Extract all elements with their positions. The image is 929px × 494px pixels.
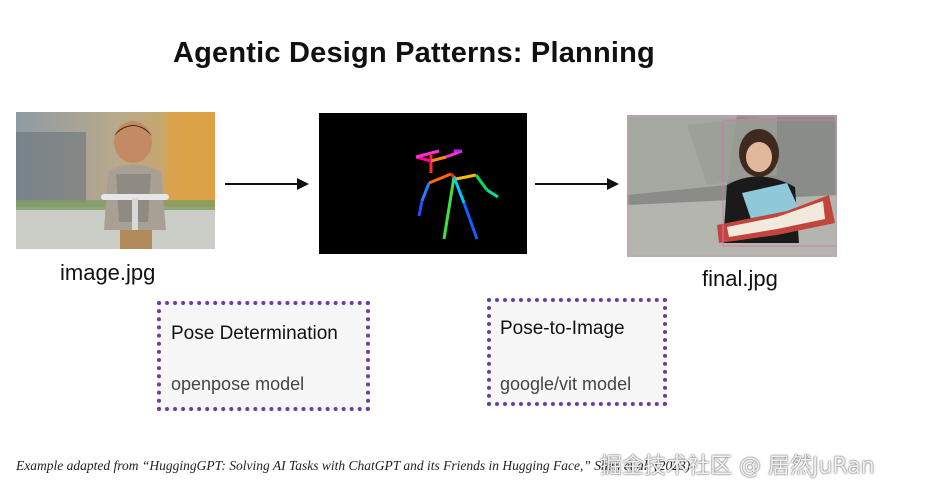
pose-skeleton-image (319, 113, 527, 254)
pose-to-image-box: Pose-to-Image google/vit model (487, 298, 667, 406)
arrow-right-icon (225, 178, 309, 190)
input-image (16, 112, 215, 249)
girl-reading-illustration (627, 115, 837, 257)
step-model: openpose model (171, 374, 305, 394)
pose-determination-box: Pose Determination openpose model (157, 301, 370, 411)
footnote: Example adapted from “HuggingGPT: Solvin… (16, 458, 691, 473)
boy-photo-illustration (16, 112, 215, 249)
step-title: Pose-to-Image (500, 318, 625, 339)
step-model: google/vit model (500, 374, 632, 394)
output-image-caption: final.jpg (702, 266, 778, 291)
step-title: Pose Determination (171, 323, 338, 344)
output-image (627, 115, 837, 257)
arrow-right-icon (535, 178, 619, 190)
page-title: Agentic Design Patterns: Planning (173, 37, 655, 69)
input-image-caption: image.jpg (60, 260, 156, 285)
watermark: 掘金技术社区 @ 居然JuRan (600, 454, 875, 479)
